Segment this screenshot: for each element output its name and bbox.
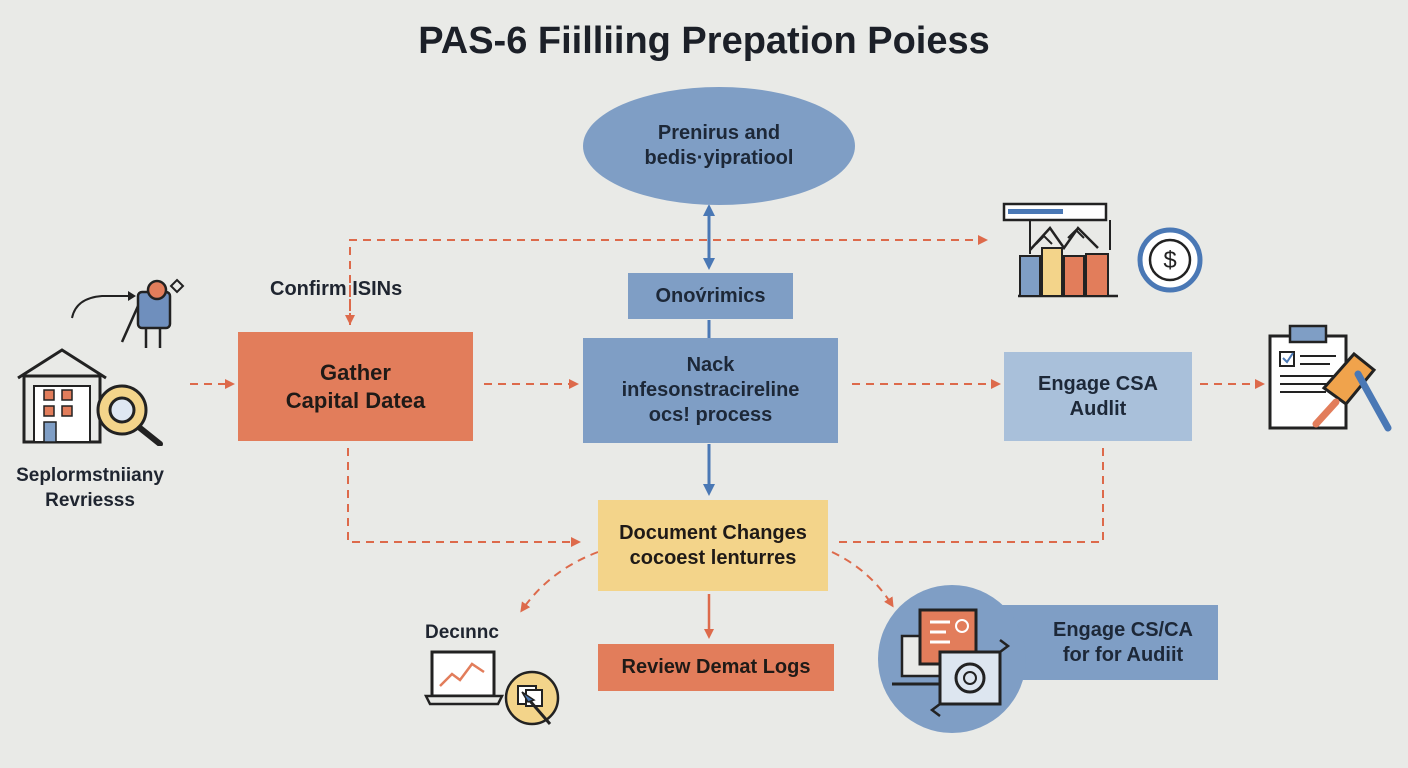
gather-capital-node: Gather Capital Datea [238, 332, 473, 441]
svg-text:$: $ [1163, 247, 1176, 274]
chart-dollar-icon: $ [1002, 202, 1203, 298]
top-oval-label: Prenirus and bedis·yipratiool [644, 122, 794, 169]
nack-process-node: Nack infesonstracireline ocs! process [583, 338, 838, 443]
diagram-title: PAS-6 Fiilliing Prepation Poiess [418, 20, 990, 62]
document-changes-node: Document Changes cocoest lenturres [598, 500, 828, 591]
top-dashed-connector [349, 235, 988, 325]
clipboard-hammer-icon [1268, 324, 1392, 432]
document-camera-icon [892, 608, 1011, 717]
small-bar-node: Onοv́rimics [628, 273, 793, 319]
confirm-isins-label: Confirm ISINs [270, 278, 403, 300]
person-icon [71, 278, 185, 348]
left-review-label: Seplormstniiany Revriesss [16, 465, 164, 511]
engage-csa-node: Engage CSA Audlit [1004, 352, 1192, 441]
arrow-document-to-csca [831, 551, 894, 608]
engage-csca-node: Engage CS/CA for for Audiit [990, 605, 1218, 680]
top-oval-node: Prenirus and bedis·yipratiool [583, 87, 855, 205]
engage-csca-label: Engage CS/CA for for Audiit [1052, 618, 1194, 666]
nack-process-label: Nack infesonstracireline ocs! process [621, 354, 800, 426]
gather-capital-label: Gather Capital Datea [285, 360, 426, 413]
decunc-label: Decιnnc [425, 622, 499, 643]
review-demat-label: Review Demat Logs [621, 656, 811, 678]
laptop-chart-icon [423, 650, 560, 726]
arrow-gather-to-document [347, 448, 581, 547]
small-bar-label: Onοv́rimics [655, 284, 766, 307]
connector-csa-to-document [834, 448, 1104, 543]
review-demat-node: Review Demat Logs [598, 644, 834, 691]
house-search-icon [17, 348, 163, 446]
arrow-document-to-decunc [520, 551, 599, 613]
engage-csa-label: Engage CSA Audlit [1037, 372, 1159, 420]
document-changes-label: Document Changes cocoest lenturres [619, 521, 807, 569]
